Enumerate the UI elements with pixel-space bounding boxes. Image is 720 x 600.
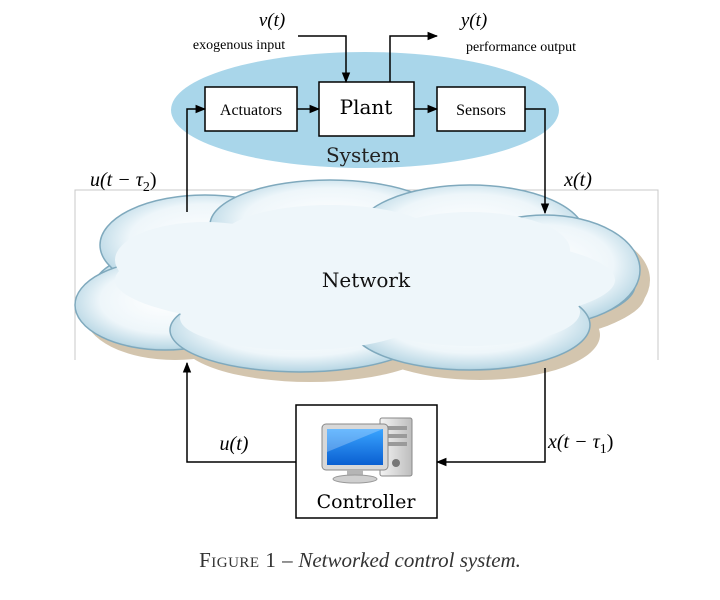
performance-label: performance output [466, 40, 576, 55]
network-to-controller-arrow [435, 368, 546, 467]
exogenous-input-arrow [298, 35, 351, 84]
controller-label: Controller [317, 491, 417, 513]
plant-label: Plant [340, 95, 393, 119]
performance-output-arrow [389, 31, 439, 82]
sensors-label: Sensors [456, 102, 506, 119]
figure-title: Networked control system. [298, 548, 521, 572]
controller-to-network-arrow [182, 361, 296, 463]
network-to-actuators-arrow [186, 104, 207, 212]
plant-block [318, 81, 415, 137]
actuators-label: Actuators [220, 102, 282, 119]
state-label: x(t) [563, 169, 592, 191]
figure-caption: Figure 1 – Networked control system. [0, 548, 720, 573]
sensors-block [436, 86, 526, 132]
control-delayed-label: u(t − τ2) [90, 169, 157, 195]
sensors-to-network-arrow [525, 108, 550, 215]
network-label: Network [322, 268, 411, 292]
figure-label: Figure 1 – [199, 548, 294, 572]
control-label: u(t) [220, 433, 249, 455]
performance-symbol: y(t) [459, 10, 487, 31]
exogenous-label: exogenous input [193, 38, 285, 53]
computer-icon [321, 417, 413, 484]
system-label: System [326, 143, 400, 167]
state-delayed-label: x(t − τ1) [547, 431, 613, 457]
exogenous-symbol: v(t) [259, 10, 285, 31]
